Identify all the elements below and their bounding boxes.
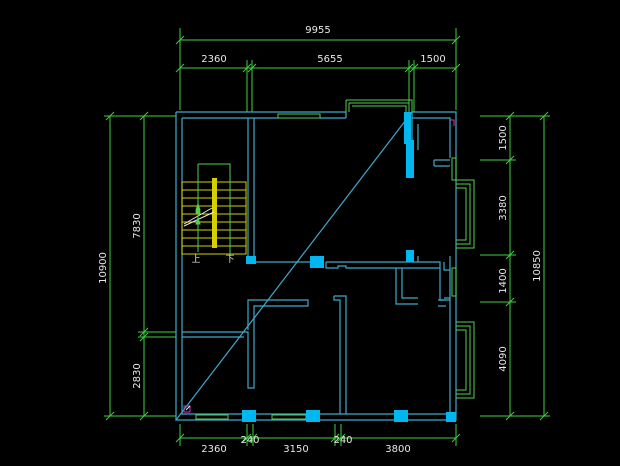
windows <box>195 99 475 420</box>
markers <box>183 119 455 413</box>
right-window-2 <box>451 267 457 297</box>
top-total-dim-text: 9955 <box>305 25 330 36</box>
column-5 <box>406 250 414 262</box>
column-9 <box>446 412 456 422</box>
top-dimensions <box>175 28 461 112</box>
bottom-dim-text-2: 240 <box>240 435 259 446</box>
left-dimensions <box>104 111 176 421</box>
staircase <box>181 178 247 255</box>
right-seg-dim-text-2: 3380 <box>498 195 509 220</box>
bottom-dim-text-4: 240 <box>333 435 352 446</box>
bottom-dimensions <box>175 424 461 446</box>
bottom-window-2 <box>271 414 307 420</box>
stair-arrows <box>195 163 231 256</box>
right-bay-window-1 <box>456 179 475 249</box>
column-3 <box>246 256 256 264</box>
top-window-1 <box>277 113 321 119</box>
stair-handrail <box>212 178 217 248</box>
top-bay-window <box>345 99 413 112</box>
left-total-dim-text: 10900 <box>98 252 109 284</box>
right-seg-dim-text-1: 1500 <box>498 125 509 150</box>
bottom-dim-text-3: 3150 <box>283 444 308 455</box>
column-1 <box>404 112 411 144</box>
right-seg-dim-text-3: 1400 <box>498 268 509 293</box>
right-dimensions <box>480 111 550 421</box>
column-7 <box>306 410 320 422</box>
corner-marker-2 <box>450 119 455 126</box>
column-6 <box>242 410 256 422</box>
left-seg-dim-text-2: 2830 <box>132 363 143 388</box>
left-seg-dim-text-1: 7830 <box>132 213 143 238</box>
column-2 <box>406 140 414 178</box>
right-bay-window-2 <box>456 321 475 399</box>
right-window-1 <box>451 157 457 181</box>
bottom-dim-text-1: 2360 <box>201 444 226 455</box>
columns <box>242 112 456 422</box>
right-seg-dim-text-4: 4090 <box>498 346 509 371</box>
stair-up-label: 上 <box>191 254 200 265</box>
top-seg-dim-text-3: 1500 <box>420 54 445 65</box>
top-seg-dim-text-1: 2360 <box>201 54 226 65</box>
column-4 <box>310 256 324 268</box>
bottom-dim-text-5: 3800 <box>385 444 410 455</box>
bottom-window-1 <box>195 414 229 420</box>
top-seg-dim-text-2: 5655 <box>317 54 342 65</box>
corner-marker <box>183 405 191 413</box>
right-total-dim-text: 10850 <box>532 250 543 282</box>
column-8 <box>394 410 408 422</box>
stair-down-label: 下 <box>225 255 234 265</box>
